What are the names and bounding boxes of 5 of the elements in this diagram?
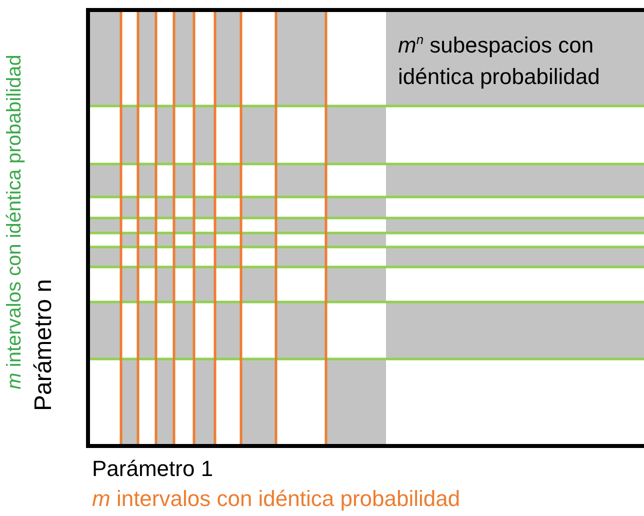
axis-label: m intervalos con idéntica probabilidad bbox=[92, 486, 460, 512]
axis-title: Parámetro 1 bbox=[92, 456, 214, 482]
axis-title: Parámetro n bbox=[29, 278, 58, 412]
grid-annotation: m$^{n}$ subespacios con idéntica probabilidad bbox=[398, 31, 601, 92]
axis-label: m intervalos con idéntica probabilidad bbox=[2, 54, 26, 390]
